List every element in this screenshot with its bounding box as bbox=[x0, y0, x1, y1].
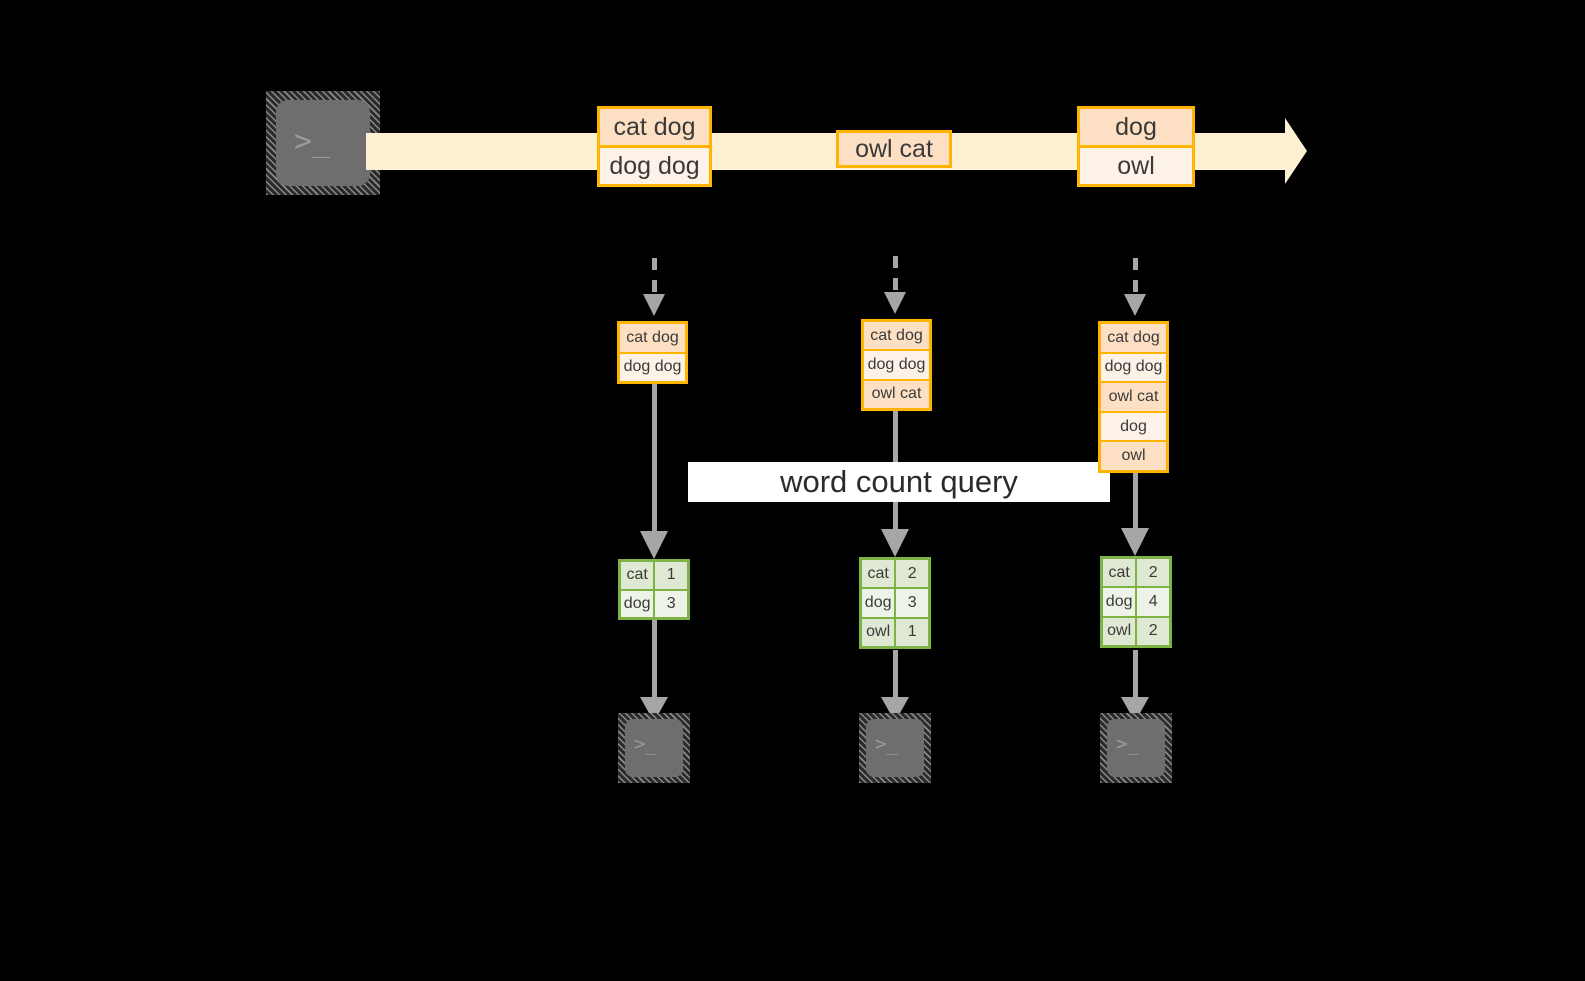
stream-event-1-line-2: dog dog bbox=[597, 145, 712, 187]
stack-row: dog dog bbox=[864, 351, 929, 381]
snapshot-3-to-result-shaft bbox=[1133, 470, 1138, 536]
table-row: dog 3 bbox=[621, 590, 687, 617]
terminal-body bbox=[276, 100, 370, 186]
stack-row: dog bbox=[1101, 412, 1166, 443]
snapshot-3-dashed-arrow-shaft bbox=[1133, 258, 1138, 300]
terminal-prompt-glyph: >_ bbox=[1116, 733, 1139, 755]
snapshot-3-event-stack: cat dog dog dog owl cat dog owl bbox=[1098, 321, 1169, 473]
table-row: owl 2 bbox=[1103, 617, 1169, 645]
snapshot-2-dashed-arrow-head bbox=[884, 292, 906, 314]
snapshot-2-event-stack: cat dog dog dog owl cat bbox=[861, 319, 932, 411]
result-word: dog bbox=[621, 590, 656, 617]
stack-row: owl bbox=[1101, 442, 1166, 470]
query-label: word count query bbox=[688, 462, 1110, 502]
result-word: cat bbox=[862, 560, 897, 588]
snapshot-1-dashed-arrow-shaft bbox=[652, 258, 657, 300]
result-2-to-consumer-shaft bbox=[893, 650, 898, 702]
stream-event-3-line-1: dog bbox=[1077, 106, 1195, 148]
snapshot-3-to-result-head bbox=[1121, 528, 1149, 556]
result-count: 2 bbox=[1137, 559, 1169, 587]
snapshot-2-to-result-head bbox=[881, 529, 909, 557]
result-count: 3 bbox=[896, 589, 928, 617]
stream-event-1-line-1: cat dog bbox=[597, 106, 712, 148]
snapshot-1-to-result-shaft bbox=[652, 384, 657, 534]
result-3-to-consumer-shaft bbox=[1133, 650, 1138, 702]
table-row: dog 3 bbox=[862, 589, 928, 619]
stack-row: owl cat bbox=[1101, 383, 1166, 413]
terminal-prompt-glyph: >_ bbox=[875, 733, 898, 755]
result-word: dog bbox=[1103, 588, 1138, 616]
stack-row: dog dog bbox=[620, 353, 685, 381]
table-row: dog 4 bbox=[1103, 588, 1169, 618]
terminal-prompt-glyph: >_ bbox=[294, 124, 331, 159]
snapshot-3-dashed-arrow-head bbox=[1124, 294, 1146, 316]
snapshot-3-result-table: cat 2 dog 4 owl 2 bbox=[1100, 556, 1172, 648]
stack-row: owl cat bbox=[864, 380, 929, 408]
stack-row: cat dog bbox=[864, 322, 929, 352]
result-count: 1 bbox=[655, 562, 687, 589]
snapshot-1-result-table: cat 1 dog 3 bbox=[618, 559, 690, 620]
stream-event-2-line-1: owl cat bbox=[836, 130, 952, 168]
table-row: cat 2 bbox=[1103, 559, 1169, 589]
table-row: cat 1 bbox=[621, 562, 687, 591]
snapshot-2-dashed-arrow-shaft bbox=[893, 256, 898, 298]
terminal-body bbox=[866, 719, 924, 777]
result-count: 2 bbox=[896, 560, 928, 588]
table-row: owl 1 bbox=[862, 618, 928, 646]
stream-event-3-line-2: owl bbox=[1077, 145, 1195, 187]
producer-terminal-icon: >_ bbox=[266, 91, 380, 195]
table-row: cat 2 bbox=[862, 560, 928, 590]
snapshot-1-event-stack: cat dog dog dog bbox=[617, 321, 688, 384]
result-word: cat bbox=[621, 562, 656, 589]
snapshot-1-to-result-head bbox=[640, 531, 668, 559]
result-word: owl bbox=[862, 618, 897, 646]
terminal-prompt-glyph: >_ bbox=[634, 733, 657, 755]
stack-row: cat dog bbox=[620, 324, 685, 354]
result-count: 1 bbox=[896, 618, 928, 646]
result-1-to-consumer-shaft bbox=[652, 620, 657, 702]
result-count: 4 bbox=[1137, 588, 1169, 616]
terminal-body bbox=[1107, 719, 1165, 777]
result-count: 3 bbox=[655, 590, 687, 617]
terminal-body bbox=[625, 719, 683, 777]
stack-row: dog dog bbox=[1101, 353, 1166, 384]
consumer-terminal-icon-1: >_ bbox=[618, 713, 690, 783]
snapshot-2-result-table: cat 2 dog 3 owl 1 bbox=[859, 557, 931, 649]
result-word: cat bbox=[1103, 559, 1138, 587]
event-stream-arrowhead bbox=[1285, 118, 1307, 184]
result-word: dog bbox=[862, 589, 897, 617]
result-count: 2 bbox=[1137, 617, 1169, 645]
stack-row: cat dog bbox=[1101, 324, 1166, 354]
result-word: owl bbox=[1103, 617, 1138, 645]
consumer-terminal-icon-3: >_ bbox=[1100, 713, 1172, 783]
snapshot-1-dashed-arrow-head bbox=[643, 294, 665, 316]
consumer-terminal-icon-2: >_ bbox=[859, 713, 931, 783]
